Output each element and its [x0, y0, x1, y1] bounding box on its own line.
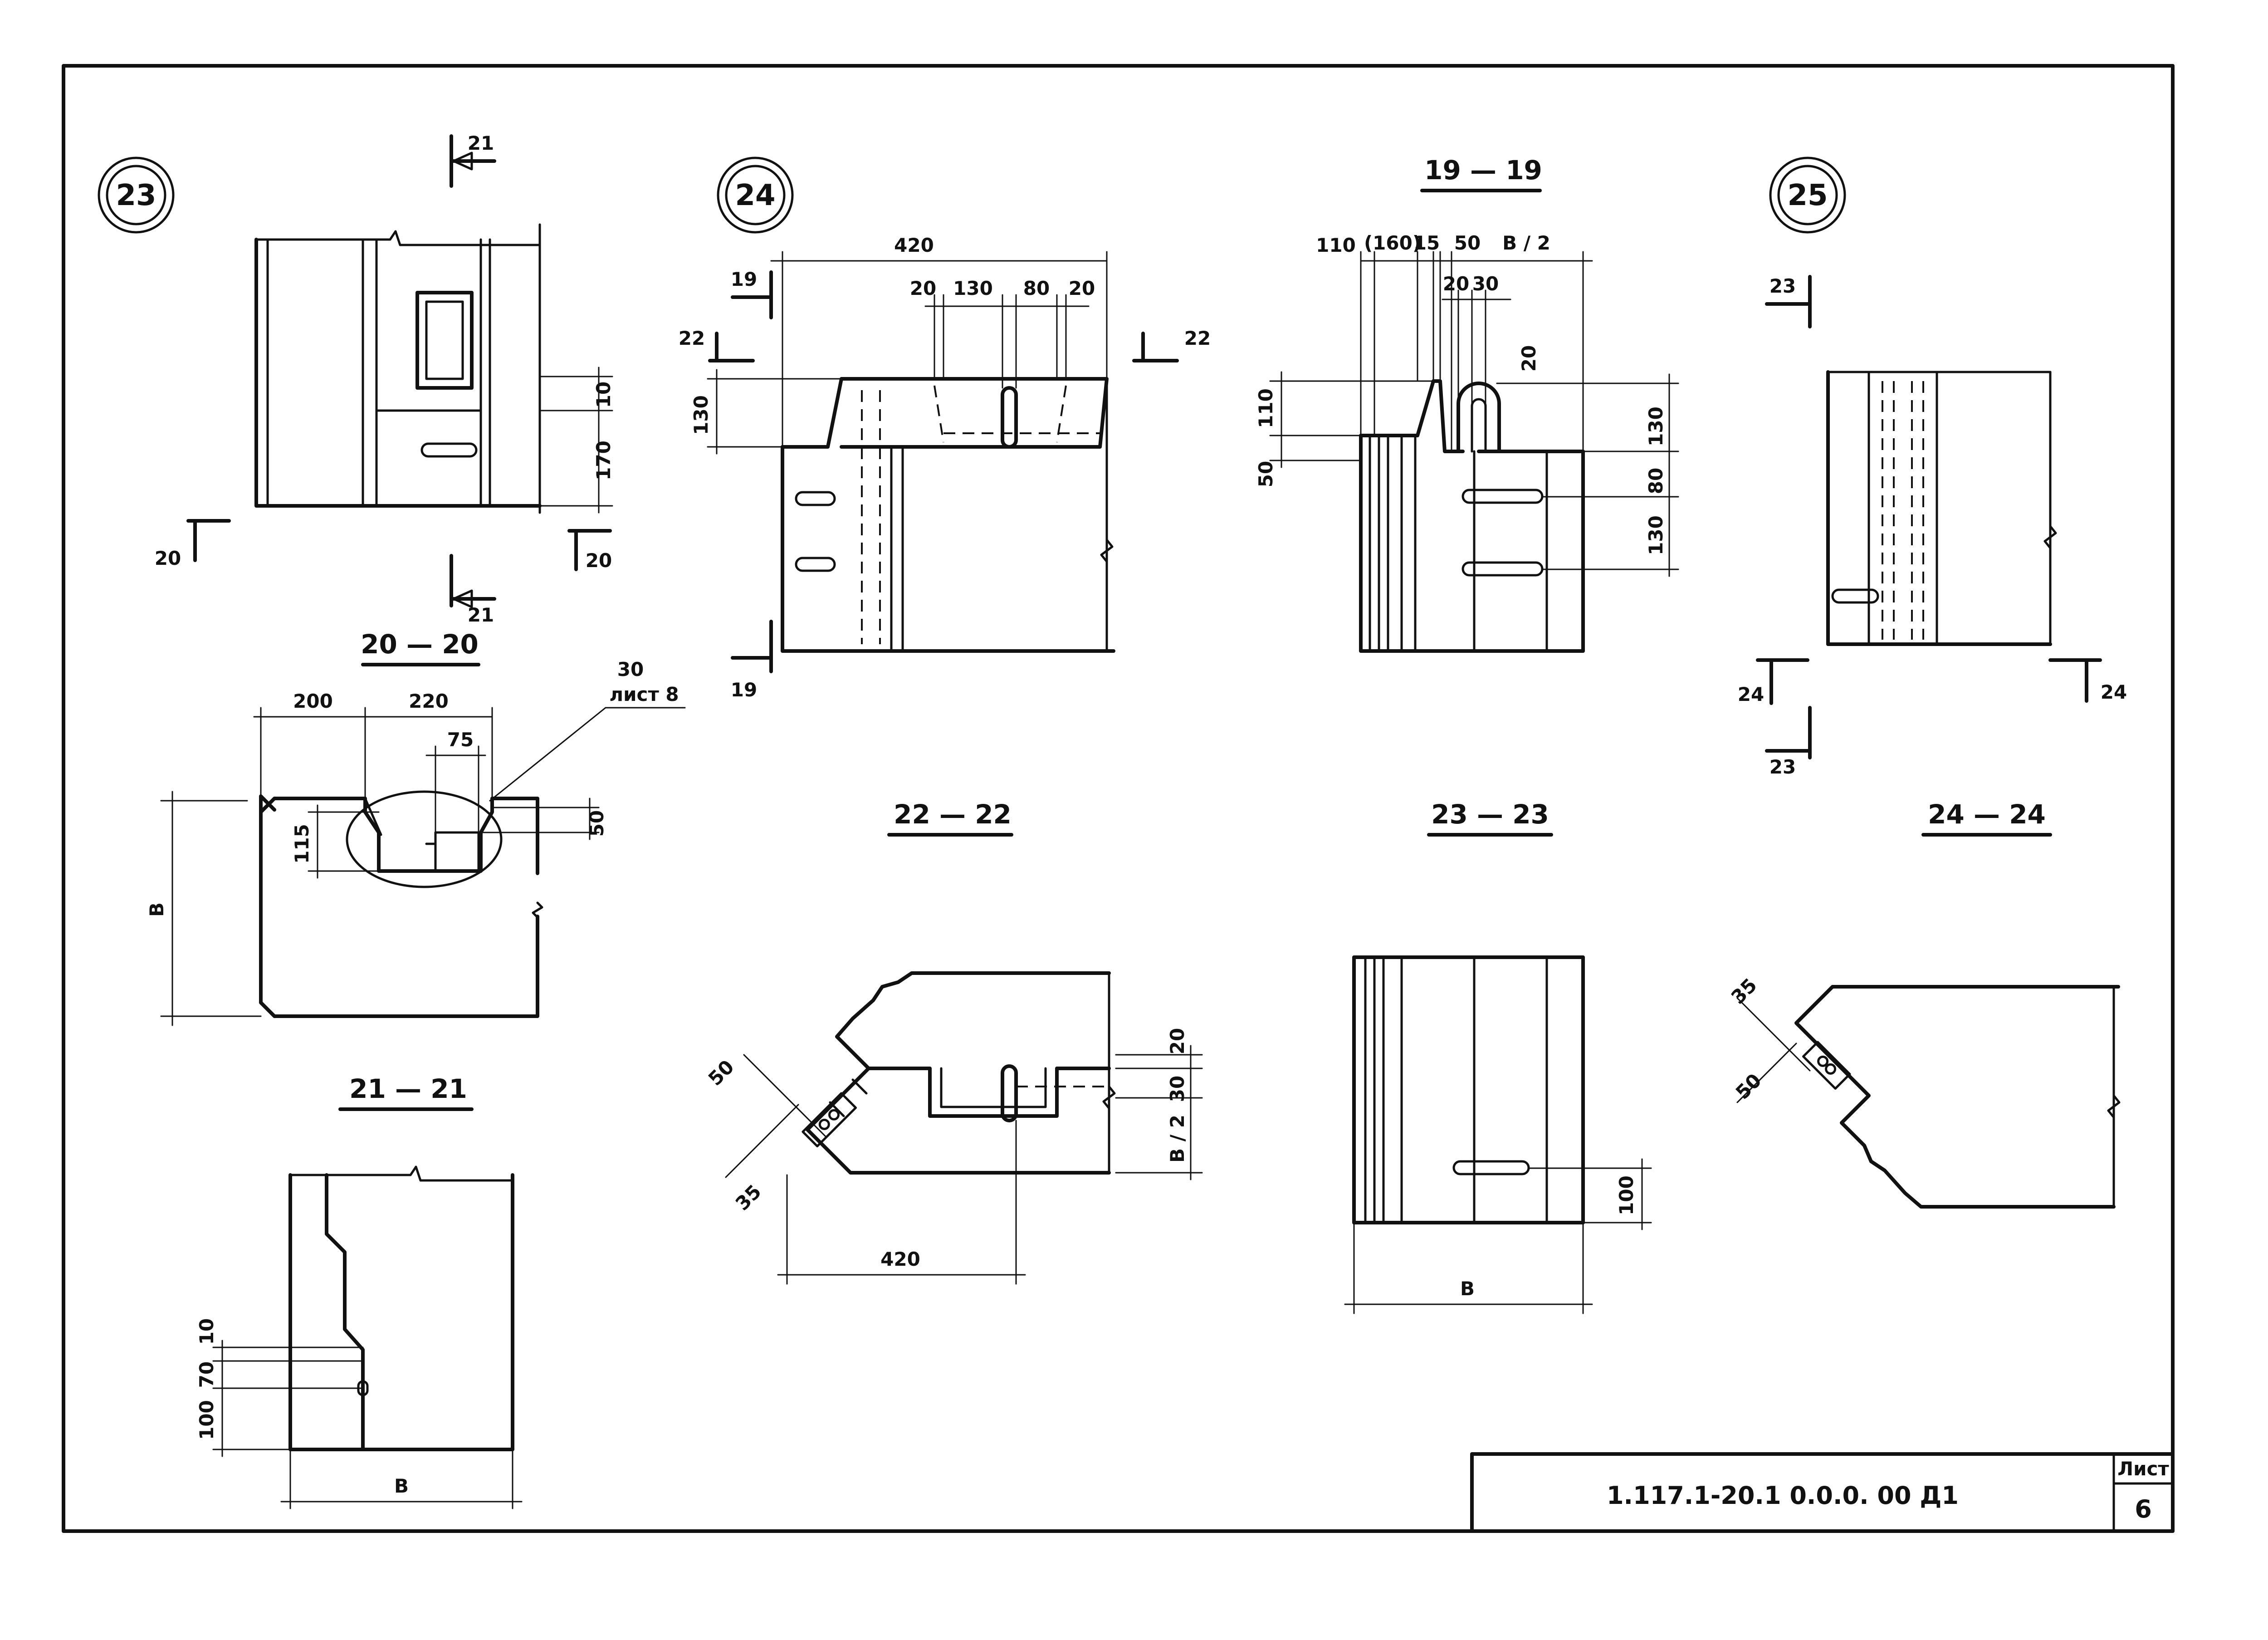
cut-mark-24-left: 24	[1738, 683, 1764, 705]
dim-70-s21: 70	[196, 1361, 218, 1388]
section-23-23: 23 — 23 100 B	[1344, 799, 1652, 1314]
dim-160-s19: (160)	[1364, 232, 1421, 254]
cut-mark-22-left: 22	[679, 327, 705, 349]
node-23-label: 23	[116, 179, 156, 212]
dim-50-s22: 50	[704, 1056, 738, 1090]
dim-170-n23: 170	[592, 441, 615, 480]
dim-115: 115	[291, 824, 313, 864]
sheet-number: 6	[2135, 1495, 2152, 1523]
section-23-23-title: 23 — 23	[1431, 799, 1549, 830]
dim-50-s24: 50	[1731, 1069, 1766, 1104]
section-24-24-title: 24 — 24	[1928, 799, 2046, 830]
dim-15-s19: 15	[1413, 232, 1440, 254]
dim-20-n24-b: 20	[1069, 277, 1095, 299]
section-21-21: 21 — 21 10 70 100 B	[196, 1073, 523, 1509]
dim-B2-s19: B / 2	[1502, 232, 1550, 254]
cut-mark-24-right: 24	[2101, 681, 2127, 703]
node-25: 25 23 23 24 24	[1738, 157, 2127, 778]
cut-mark-21-top: 21	[468, 132, 494, 154]
dim-80-n24: 80	[1023, 277, 1050, 299]
dim-100-s23: 100	[1615, 1175, 1637, 1215]
dim-30-s19-top: 30	[1472, 273, 1499, 295]
document-code: 1.117.1-20.1 0.0.0. 00 Д1	[1607, 1481, 1959, 1510]
dim-110-s19-top: 110	[1316, 234, 1356, 256]
sheet-frame	[62, 64, 2175, 1533]
node-24-label: 24	[735, 179, 775, 212]
title-block: 1.117.1-20.1 0.0.0. 00 Д1 Лист 6	[1470, 1452, 2175, 1533]
cut-mark-22-right: 22	[1184, 327, 1211, 349]
sheet-label: Лист	[2117, 1458, 2169, 1480]
dim-10-n23: 10	[592, 382, 615, 408]
callout-sheet-ref: лист 8	[609, 683, 679, 705]
dim-B-s21: B	[394, 1475, 409, 1497]
dim-100-s21: 100	[196, 1400, 218, 1440]
section-22-22: 22 — 22 20 30 B / 2 420 50 3	[704, 799, 1203, 1285]
dim-420-n24: 420	[894, 234, 934, 256]
section-19-19: 19 — 19 110 (160) 15 50 B / 2 20 30	[1255, 155, 1679, 653]
dim-420-s22: 420	[880, 1248, 920, 1270]
cut-mark-21-bottom: 21	[468, 604, 494, 626]
cut-mark-23-top: 23	[1769, 275, 1796, 297]
cut-mark-20-left: 20	[155, 547, 181, 569]
dim-130-s19-a: 130	[1645, 406, 1667, 446]
dim-130-n24-v: 130	[690, 395, 712, 435]
dim-130-s19-b: 130	[1645, 515, 1667, 555]
dim-B-s23: B	[1460, 1278, 1475, 1300]
dim-30-s22: 30	[1166, 1076, 1188, 1102]
cut-mark-23-bottom: 23	[1769, 756, 1796, 778]
dim-B-s20: B	[146, 902, 168, 917]
dim-B2-s22: B / 2	[1166, 1115, 1188, 1163]
section-20-20: 20 — 20 200 220 75 30 лист 8 50 115	[146, 629, 686, 1026]
node-24: 24 420 20 130 80 20 130	[679, 157, 1211, 701]
dim-200: 200	[293, 690, 333, 712]
dim-20-s19-top: 20	[1443, 273, 1469, 295]
cut-mark-19-bottom: 19	[731, 679, 757, 701]
dim-50-s20: 50	[586, 810, 608, 837]
dim-110-s19-left: 110	[1255, 388, 1277, 428]
dim-10-s21: 10	[196, 1318, 218, 1345]
dim-20-n24-a: 20	[910, 277, 936, 299]
dim-75: 75	[447, 729, 474, 751]
section-24-24: 24 — 24 35 50	[1727, 799, 2121, 1209]
section-22-22-title: 22 — 22	[894, 799, 1012, 830]
section-21-21-title: 21 — 21	[349, 1073, 467, 1104]
cut-mark-19-top: 19	[731, 268, 757, 290]
dim-130-n24: 130	[953, 277, 993, 299]
node-25-label: 25	[1787, 179, 1828, 212]
dim-50-s19-left: 50	[1255, 461, 1277, 487]
dim-50-s19-top: 50	[1454, 232, 1481, 254]
node-23: 23 10 170 21 21 20 20	[98, 132, 615, 626]
dim-20-s19-right: 20	[1518, 345, 1540, 372]
dim-35-s24: 35	[1727, 974, 1761, 1008]
callout-dim-30: 30	[617, 658, 644, 680]
dim-35-s22: 35	[731, 1180, 766, 1215]
cut-mark-20-right: 20	[586, 549, 612, 572]
section-19-19-title: 19 — 19	[1424, 155, 1542, 186]
dim-20-s22: 20	[1166, 1028, 1188, 1054]
dim-80-s19: 80	[1645, 468, 1667, 494]
dim-220: 220	[409, 690, 449, 712]
section-20-20-title: 20 — 20	[361, 629, 479, 660]
